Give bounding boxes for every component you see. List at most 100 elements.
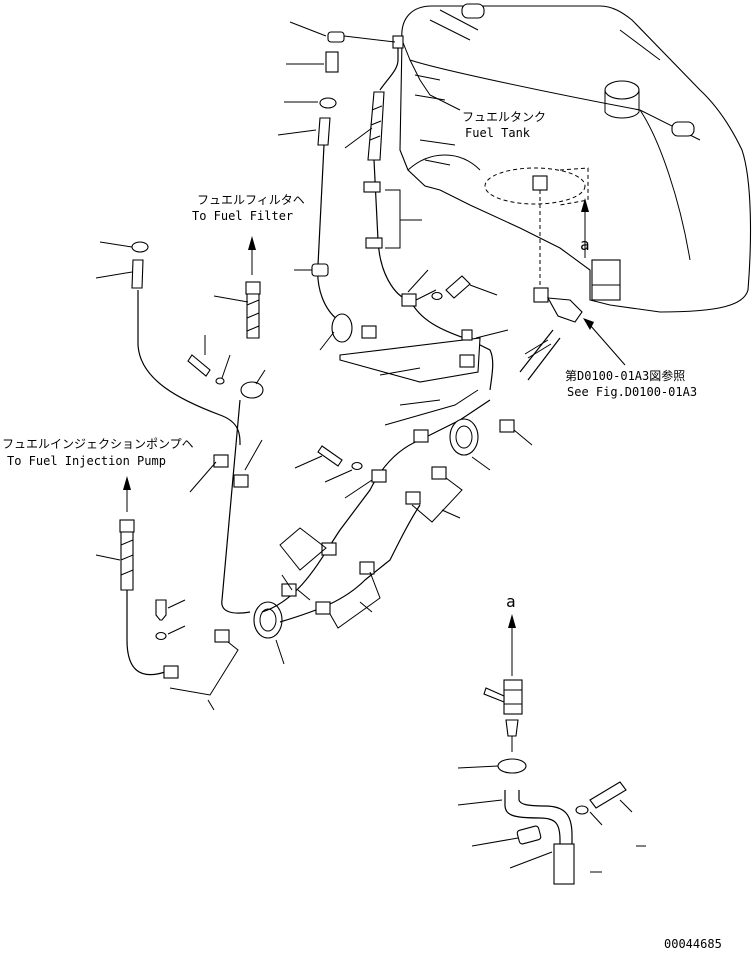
grommet-top bbox=[331, 313, 353, 343]
bracket-leaders bbox=[407, 269, 437, 301]
detail-hose-clip bbox=[497, 758, 527, 774]
detail-arrow-head bbox=[508, 614, 516, 628]
washer-tank bbox=[431, 291, 443, 301]
grommet-mid bbox=[449, 418, 479, 456]
detail-stubs bbox=[590, 845, 646, 873]
left-pipe-leaders bbox=[189, 439, 263, 493]
bolt-pump bbox=[155, 599, 167, 621]
connector-fitting bbox=[325, 51, 339, 73]
bolt-tank-leader bbox=[469, 284, 498, 296]
filter-hose-leader bbox=[213, 295, 249, 303]
tank-ribs bbox=[429, 9, 661, 61]
bracket-plate-leader bbox=[379, 367, 421, 376]
middle-pipe-b bbox=[279, 504, 421, 623]
filler-neck bbox=[604, 80, 640, 100]
low-clamp-bracket-b bbox=[329, 571, 381, 629]
bracket-plate-mid bbox=[339, 269, 509, 383]
fuel-tank-label-en: Fuel Tank bbox=[465, 126, 531, 140]
clamp-ring bbox=[240, 381, 264, 399]
detail-view bbox=[457, 679, 646, 885]
supply-hose-hatch bbox=[369, 105, 383, 141]
tank-edge-front bbox=[407, 154, 481, 171]
bolt-set-tank bbox=[431, 275, 498, 301]
mid-clamp-right-leader bbox=[513, 429, 533, 446]
view-arrow-a-head bbox=[581, 198, 589, 212]
bracket-clip-leader bbox=[475, 329, 509, 339]
pump-clamp-set bbox=[155, 599, 239, 711]
low-clamp-b bbox=[281, 583, 297, 597]
detail-hose-clip-leader bbox=[457, 765, 499, 769]
pump-hose-body bbox=[120, 531, 134, 591]
pump-hose-nut bbox=[119, 519, 135, 533]
drain-hose bbox=[519, 329, 561, 381]
drain-area-dash bbox=[559, 167, 589, 206]
grommet-mid-inner bbox=[455, 425, 473, 449]
left-main-pipe bbox=[189, 399, 263, 614]
view-a-label-detail: a bbox=[506, 592, 516, 611]
grommet-top-leader bbox=[319, 331, 335, 351]
lifting-eye-right bbox=[671, 121, 695, 137]
tank-body bbox=[399, 5, 752, 313]
supply-pipe-mid bbox=[373, 159, 411, 301]
bracket-clamp-b bbox=[401, 293, 417, 307]
left-return-pipe bbox=[137, 290, 241, 446]
mid-clamp-bracket bbox=[411, 477, 463, 523]
detail-pipe-sleeve bbox=[553, 843, 575, 885]
ref-leader bbox=[589, 324, 626, 366]
filler-neck-side bbox=[604, 90, 640, 119]
drain-line bbox=[519, 287, 583, 381]
clamp-upper-a bbox=[363, 181, 381, 193]
mid-clamp-d bbox=[431, 466, 447, 480]
drain-pipe-bent bbox=[504, 790, 573, 880]
left-return-hose bbox=[95, 241, 241, 446]
bolt-tank bbox=[445, 275, 471, 299]
short-hose-left bbox=[131, 259, 144, 289]
grommet-lower-inner bbox=[259, 608, 277, 632]
left-pipe-clamp-b bbox=[233, 474, 249, 488]
tank-edge-top bbox=[401, 39, 461, 111]
low-clamp-d bbox=[315, 601, 331, 615]
drain-valve-body bbox=[503, 679, 523, 715]
tank-hatching bbox=[414, 74, 456, 166]
middle-pipes bbox=[261, 389, 533, 629]
drain-cock bbox=[547, 297, 583, 323]
fuel-tank-label-jp: フュエルタンク bbox=[462, 110, 546, 124]
supply-hose-leader bbox=[344, 127, 373, 149]
filter-label-en: To Fuel Filter bbox=[192, 209, 293, 223]
pump-label-en: To Fuel Injection Pump bbox=[7, 454, 166, 468]
mid-clamp-leaders bbox=[384, 389, 479, 426]
drain-pipe-leader bbox=[457, 799, 503, 806]
bracket-clamp-c bbox=[459, 354, 475, 368]
grommet-lower bbox=[253, 601, 285, 665]
top-fittings-leaders bbox=[277, 21, 327, 136]
mid-clamp-c bbox=[371, 469, 387, 483]
return-line bbox=[294, 144, 353, 351]
bolt-mid-leaders bbox=[294, 455, 373, 499]
view-a-label-tank: a bbox=[580, 235, 590, 254]
bolt-mid bbox=[317, 445, 343, 467]
pump-hose-hatch bbox=[120, 539, 134, 576]
tank-foot bbox=[591, 259, 621, 301]
detail-bolt-leaders bbox=[589, 799, 633, 826]
supply-line bbox=[363, 35, 494, 391]
supply-pipe-top bbox=[379, 40, 399, 91]
low-clamp-leader bbox=[297, 589, 311, 601]
detail-short-hose bbox=[516, 825, 542, 845]
low-clamp-c bbox=[359, 561, 375, 575]
bracket-clip bbox=[461, 329, 473, 341]
pump-hose-leader bbox=[95, 554, 121, 561]
elbow-leader bbox=[343, 35, 396, 43]
supply-hose-upper bbox=[367, 91, 385, 161]
short-hose-top bbox=[317, 117, 331, 146]
grommet-mid-leader bbox=[471, 456, 491, 471]
filter-arrow-head bbox=[248, 236, 256, 250]
return-pipe-top bbox=[317, 144, 339, 321]
clamp-upper-b bbox=[365, 237, 383, 249]
mid-clamp-e bbox=[405, 491, 421, 505]
ref-label-en: See Fig.D0100-01A3 bbox=[567, 385, 697, 399]
drain-valve-lever bbox=[483, 687, 505, 703]
detail-pipe-leader bbox=[509, 851, 553, 869]
ref-arrow-head bbox=[583, 318, 594, 330]
bracket-plate bbox=[339, 337, 481, 383]
